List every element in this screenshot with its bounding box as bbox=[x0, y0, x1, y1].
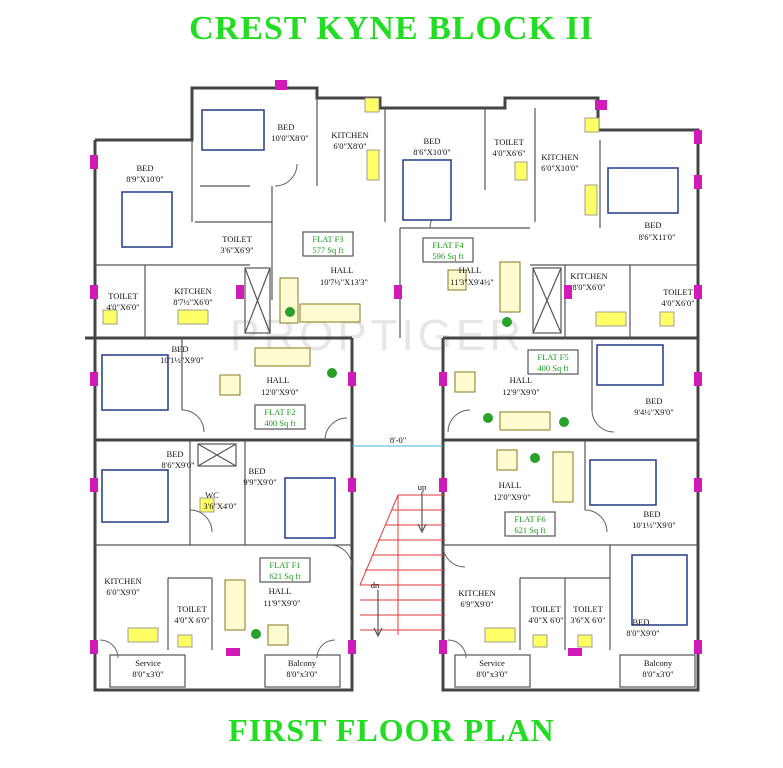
room-name: BED bbox=[646, 396, 663, 406]
lift-shafts bbox=[197, 267, 562, 467]
room-dim: 4'0"X 6'0" bbox=[528, 615, 563, 625]
room-name: HALL bbox=[269, 586, 292, 596]
corridor-width-label: 8'-0" bbox=[390, 435, 406, 445]
page-title: CREST KYNE BLOCK II bbox=[189, 10, 594, 47]
room-name: BED bbox=[167, 449, 184, 459]
furniture bbox=[219, 261, 574, 646]
room-dim: 4'0"X6'0" bbox=[661, 298, 694, 308]
room-name: TOILET bbox=[531, 604, 561, 614]
room-dim: 8'0"X6'0" bbox=[572, 282, 605, 292]
room-dim: 8'0"x3'0" bbox=[286, 669, 317, 679]
room-name: BED bbox=[645, 220, 662, 230]
flat-f1-area: 621 Sq ft bbox=[269, 571, 301, 581]
plan-subtitle: FIRST FLOOR PLAN bbox=[228, 712, 555, 748]
corridor-dimension: 8'-0" bbox=[352, 435, 443, 447]
columns bbox=[90, 80, 702, 656]
room-name: BED bbox=[172, 344, 189, 354]
room-dim: 8'0"x3'0" bbox=[642, 669, 673, 679]
room-name: KITCHEN bbox=[570, 271, 607, 281]
room-name: BED bbox=[633, 617, 650, 627]
room-name: TOILET bbox=[108, 291, 138, 301]
flat-f1-name: FLAT F1 bbox=[269, 560, 300, 570]
flat-f3-area: 577 Sq ft bbox=[312, 245, 344, 255]
room-dim: 8'9"X10'0" bbox=[126, 174, 163, 184]
flat-f4-name: FLAT F4 bbox=[432, 240, 464, 250]
room-dim: 12'0"X9'0" bbox=[493, 492, 530, 502]
room-name: KITCHEN bbox=[104, 576, 141, 586]
room-name: TOILET bbox=[663, 287, 693, 297]
room-name: HALL bbox=[331, 265, 354, 275]
room-name: Balcony bbox=[288, 658, 317, 668]
room-name: KITCHEN bbox=[541, 152, 578, 162]
flat-f6-name: FLAT F6 bbox=[514, 514, 545, 524]
flat-f5-area: 400 Sq ft bbox=[537, 363, 569, 373]
flat-f4-area: 596 Sq ft bbox=[432, 251, 464, 261]
flat-f3-name: FLAT F3 bbox=[312, 234, 343, 244]
walls bbox=[85, 86, 700, 692]
room-dim: 8'6"X10'0" bbox=[413, 147, 450, 157]
room-dim: 9'9"X9'0" bbox=[243, 477, 276, 487]
room-name: Service bbox=[135, 658, 161, 668]
room-dim: 6'9"X9'0" bbox=[460, 599, 493, 609]
room-name: HALL bbox=[459, 265, 482, 275]
staircase: up dn bbox=[359, 482, 445, 638]
room-dim: 10'1½"X9'0" bbox=[160, 355, 204, 365]
stair-down-label: dn bbox=[371, 580, 380, 590]
room-dim: 8'0"x3'0" bbox=[132, 669, 163, 679]
room-name: KITCHEN bbox=[331, 130, 368, 140]
room-name: Service bbox=[479, 658, 505, 668]
flat-f2-name: FLAT F2 bbox=[264, 407, 295, 417]
room-dim: 6'0"X10'0" bbox=[541, 163, 578, 173]
room-name: KITCHEN bbox=[458, 588, 495, 598]
room-dim: 11'3"X9'4½" bbox=[450, 277, 493, 287]
plants bbox=[251, 307, 569, 639]
room-dim: 3'6"X6'9" bbox=[220, 245, 253, 255]
room-dim: 8'6"X9'0" bbox=[161, 460, 194, 470]
flat-f6-area: 621 Sq ft bbox=[514, 525, 546, 535]
room-name: BED bbox=[249, 466, 266, 476]
room-dim: 8'7½"X6'0" bbox=[173, 297, 213, 307]
fixtures bbox=[102, 97, 675, 648]
room-name: Balcony bbox=[644, 658, 673, 668]
flat-f5-name: FLAT F5 bbox=[537, 352, 568, 362]
room-dim: 11'9"X9'0" bbox=[263, 598, 300, 608]
room-name: HALL bbox=[267, 375, 290, 385]
doors bbox=[99, 163, 615, 659]
room-name: HALL bbox=[510, 375, 533, 385]
flat-labels: FLAT F3 577 Sq ft FLAT F4 596 Sq ft FLAT… bbox=[254, 231, 579, 583]
room-name: BED bbox=[278, 122, 295, 132]
stair-up-label: up bbox=[418, 482, 427, 492]
room-name: TOILET bbox=[573, 604, 603, 614]
room-name: WC bbox=[205, 490, 219, 500]
beds bbox=[101, 109, 688, 626]
room-name: TOILET bbox=[222, 234, 252, 244]
room-name: BED bbox=[424, 136, 441, 146]
room-dim: 8'6"X11'0" bbox=[638, 232, 675, 242]
room-name: TOILET bbox=[177, 604, 207, 614]
flat-f2-area: 400 Sq ft bbox=[264, 418, 296, 428]
room-dim: 4'0"X6'6" bbox=[492, 148, 525, 158]
room-dim: 9'4½"X9'0" bbox=[634, 407, 674, 417]
room-dim: 10'0"X8'0" bbox=[271, 133, 308, 143]
room-dim: 8'0"X9'0" bbox=[626, 628, 659, 638]
room-dim: 6'0"X8'0" bbox=[333, 141, 366, 151]
room-dim: 10'1½"X9'0" bbox=[632, 520, 676, 530]
room-name: HALL bbox=[499, 480, 522, 490]
room-dim: 6'0"X9'0" bbox=[106, 587, 139, 597]
room-dim: 10'7½"X13'3" bbox=[320, 277, 368, 287]
room-dim: 8'0"x3'0" bbox=[476, 669, 507, 679]
room-dim: 12'0"X9'0" bbox=[261, 387, 298, 397]
room-dim: 4'0"X 6'0" bbox=[174, 615, 209, 625]
room-dim: 4'0"X6'0" bbox=[106, 302, 139, 312]
room-dim: 3'6"X 6'0" bbox=[570, 615, 605, 625]
room-dim: 12'9"X9'0" bbox=[502, 387, 539, 397]
room-name: BED bbox=[137, 163, 154, 173]
room-name: KITCHEN bbox=[174, 286, 211, 296]
room-name: BED bbox=[644, 509, 661, 519]
room-name: TOILET bbox=[494, 137, 524, 147]
room-dim: 3'6"X4'0" bbox=[203, 501, 236, 511]
